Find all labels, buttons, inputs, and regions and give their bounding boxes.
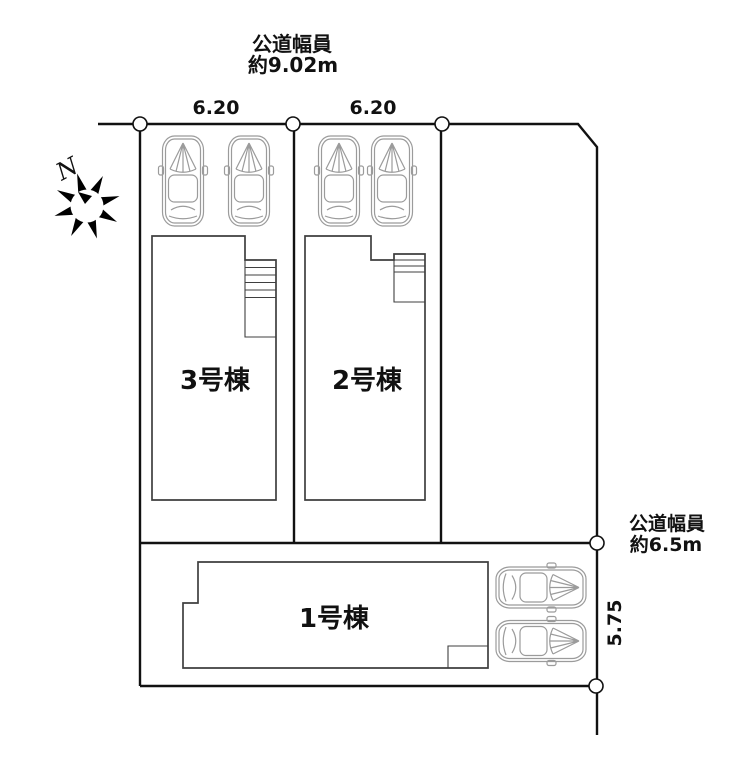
boundary-marker-top-mid — [285, 116, 301, 132]
building-1-porch — [447, 645, 488, 668]
road-right-label-line2: 約6.5m — [630, 533, 702, 556]
compass-needle-icon — [78, 192, 92, 204]
road-top-label-line1: 公道幅員 — [252, 32, 332, 56]
dimension-bay1-width: 6.20 — [193, 97, 240, 119]
compass: N — [51, 151, 120, 239]
building-3-stairs — [244, 260, 276, 338]
car-parking-bay1-left — [157, 135, 209, 227]
car-parking-bay2-right — [366, 135, 418, 227]
road-right-label-line1: 公道幅員 — [629, 512, 705, 535]
boundary-marker-top-right — [434, 116, 450, 132]
building-3-label: 3号棟 — [180, 366, 251, 396]
dimension-right-frontage: 5.75 — [604, 600, 626, 647]
building-2-stairs — [393, 254, 425, 303]
car-parking-lower-bottom — [495, 615, 587, 667]
boundary-marker-top-left — [132, 116, 148, 132]
building-1-label: 1号棟 — [299, 604, 370, 634]
boundary-marker-right-upper — [589, 535, 605, 551]
compass-hub — [70, 189, 104, 223]
lot-boundary-outline — [98, 122, 599, 735]
car-parking-bay1-right — [223, 135, 275, 227]
car-parking-bay2-left — [313, 135, 365, 227]
road-top-label-line2: 約9.02m — [248, 53, 338, 77]
dimension-bay2-width: 6.20 — [350, 97, 397, 119]
building-1-outline — [182, 561, 489, 669]
building-2-label: 2号棟 — [332, 366, 403, 396]
car-parking-lower-top — [495, 562, 587, 613]
boundary-marker-right-lower — [588, 678, 604, 694]
